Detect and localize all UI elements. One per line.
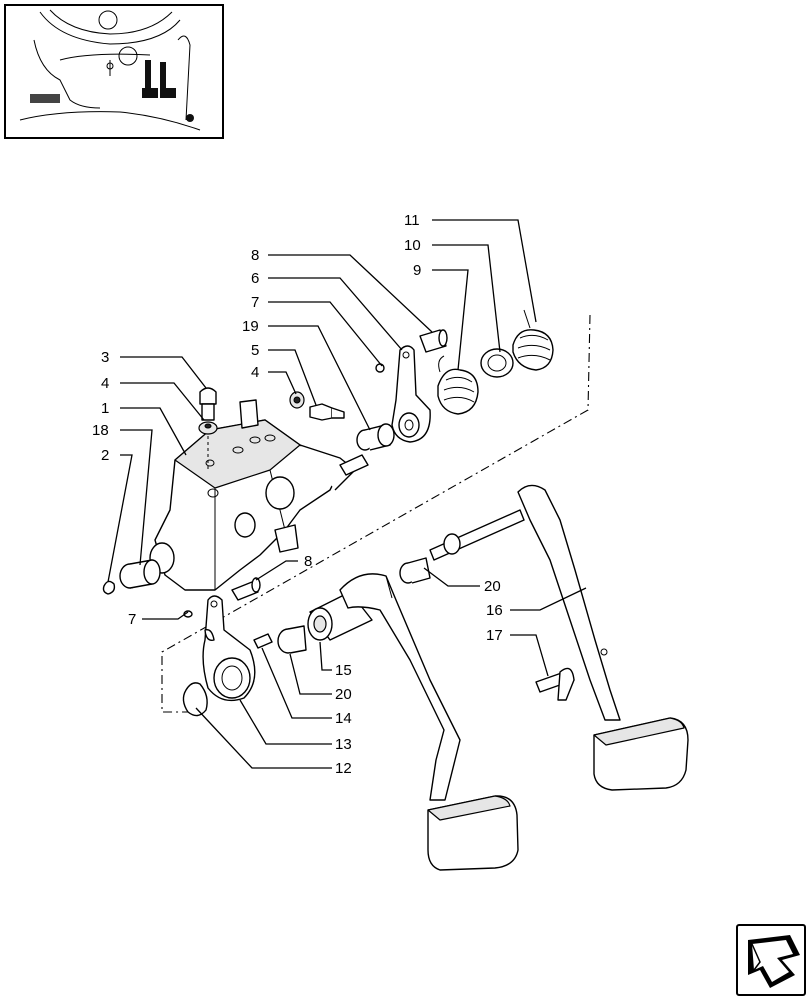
key-part: [253, 633, 273, 649]
callout-16: 16: [486, 602, 503, 619]
callout-18: 18: [92, 422, 109, 439]
spring-11-part: [512, 309, 554, 371]
left-pedal-part: [339, 573, 519, 871]
right-pedal-part: [429, 484, 689, 791]
bolt-part: [289, 391, 345, 421]
screw-part: [198, 387, 218, 470]
bushing-20-part: [277, 625, 307, 654]
assembly-boundary: [161, 314, 591, 713]
callout-labels: 11 10 9 8 6 7 19 5 4 3 4 1 18 2 8 20 16 …: [92, 212, 503, 777]
callout-17: 17: [486, 627, 503, 644]
snap-ring-part: [182, 682, 208, 717]
leader-lines: [107, 219, 587, 769]
callout-2: 2: [101, 447, 109, 464]
lever-arm-part: [375, 345, 431, 443]
washer-10-part: [480, 348, 514, 378]
lower-screw-part: [231, 577, 261, 601]
location-thumbnail: [4, 4, 224, 139]
callout-4: 4: [251, 364, 259, 381]
next-page-arrow-icon[interactable]: [736, 924, 806, 996]
callout-11: 11: [404, 212, 420, 229]
callout-13: 13: [335, 736, 352, 753]
callout-9: 9: [413, 262, 421, 279]
lower-lever-part: [183, 595, 256, 702]
callout-5: 5: [251, 342, 259, 359]
callout-7: 7: [128, 611, 136, 628]
callout-20: 20: [484, 578, 501, 595]
callout-15: 15: [335, 662, 352, 679]
bushing-20b-part: [399, 557, 431, 584]
callout-10: 10: [404, 237, 421, 254]
bracket-part: [149, 399, 356, 591]
callout-14: 14: [335, 710, 352, 727]
callout-20: 20: [335, 686, 352, 703]
callout-7: 7: [251, 294, 259, 311]
bushing-part: [102, 559, 161, 595]
callout-8: 8: [304, 553, 312, 570]
callout-19: 19: [242, 318, 259, 335]
callout-12: 12: [335, 760, 352, 777]
callout-6: 6: [251, 270, 259, 287]
callout-8: 8: [251, 247, 259, 264]
callout-4: 4: [101, 375, 109, 392]
callout-1: 1: [101, 400, 109, 417]
pin-part: [419, 329, 448, 353]
spring-9-part: [437, 355, 479, 415]
bushing-19-part: [339, 423, 395, 476]
callout-3: 3: [101, 349, 109, 366]
latch-part: [535, 667, 575, 701]
